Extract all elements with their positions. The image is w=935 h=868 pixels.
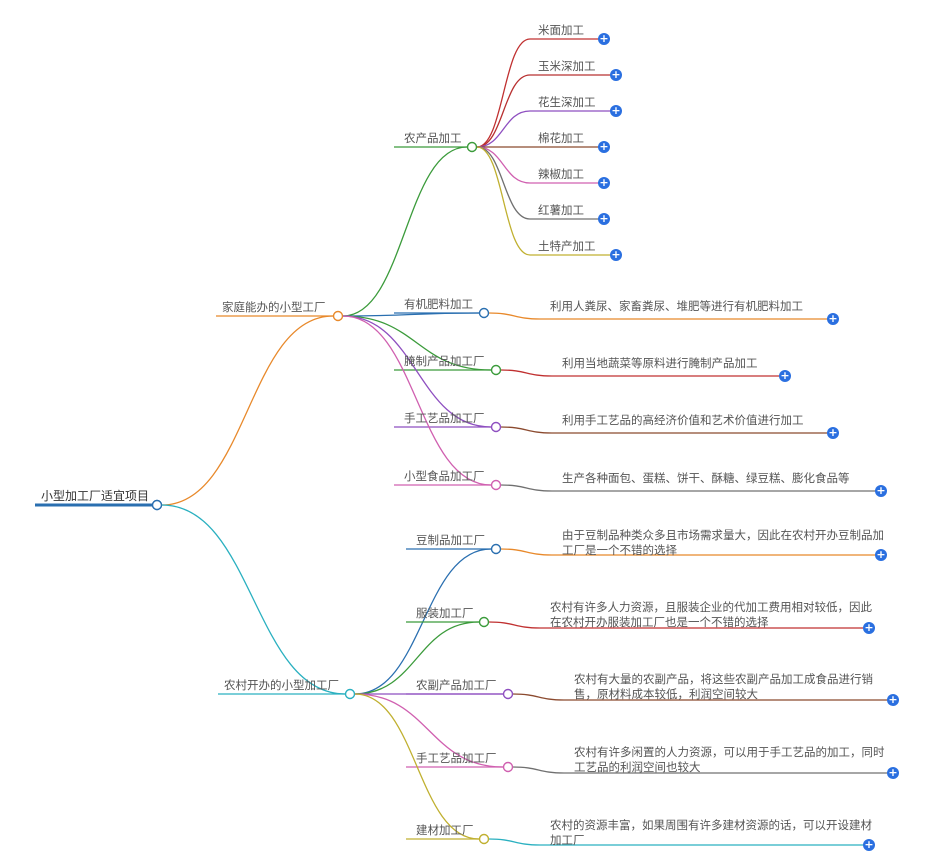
leaf-node-label: 辣椒加工 — [538, 167, 584, 181]
leaf-link — [476, 110, 531, 148]
node-description: 生产各种面包、蛋糕、饼干、酥糖、绿豆糕、膨化食品等 — [562, 471, 850, 485]
leaf-link — [476, 146, 531, 184]
node-description: 农村有许多闲置的人力资源，可以用于手工艺品的加工，同时工艺品的利润空间也较大 — [574, 745, 885, 774]
child-node-label: 有机肥料加工 — [404, 297, 473, 311]
node-description: 农村的资源丰富，如果周围有许多建材资源的话，可以开设建材加工厂 — [550, 818, 872, 847]
branch-node-label: 农村开办的小型加工厂 — [224, 678, 339, 692]
child-node-label: 小型食品加工厂 — [404, 469, 485, 483]
expand-plus-icon[interactable]: + — [887, 693, 899, 706]
child-node-toggle[interactable] — [502, 688, 514, 700]
child-node-label: 建材加工厂 — [416, 823, 474, 837]
child-node-label: 腌制产品加工厂 — [404, 354, 485, 368]
branch-node-toggle[interactable] — [344, 688, 356, 700]
child-node-label: 服装加工厂 — [416, 606, 474, 620]
expand-plus-icon[interactable]: + — [598, 212, 610, 225]
child-node-toggle[interactable] — [490, 421, 502, 433]
child-node-label: 手工艺品加工厂 — [404, 411, 485, 425]
desc-link — [500, 548, 553, 556]
child-node-label: 农副产品加工厂 — [416, 678, 497, 692]
child-node-toggle[interactable] — [502, 761, 514, 773]
desc-link — [500, 369, 553, 377]
branch-node-label: 家庭能办的小型工厂 — [222, 300, 326, 314]
expand-plus-icon[interactable]: + — [875, 548, 887, 561]
child-link — [342, 315, 492, 428]
desc-link — [488, 621, 541, 629]
leaf-node-label: 棉花加工 — [538, 131, 584, 145]
child-node-label: 豆制品加工厂 — [416, 533, 485, 547]
node-description: 利用当地蔬菜等原料进行腌制产品加工 — [562, 356, 758, 370]
leaf-link — [476, 146, 531, 220]
leaf-link — [476, 74, 531, 148]
desc-link — [500, 426, 553, 434]
expand-plus-icon[interactable]: + — [887, 766, 899, 779]
root-branch-link — [161, 315, 334, 506]
node-description: 利用人粪尿、家畜粪尿、堆肥等进行有机肥料加工 — [550, 299, 803, 313]
child-node-toggle[interactable] — [490, 479, 502, 491]
node-description: 由于豆制品种类众多且市场需求量大，因此在农村开办豆制品加工厂是一个不错的选择 — [562, 528, 884, 557]
child-node-label: 农产品加工 — [404, 131, 462, 145]
leaf-node-label: 土特产加工 — [538, 239, 596, 253]
expand-plus-icon[interactable]: + — [610, 68, 622, 81]
node-description: 利用手工艺品的高经济价值和艺术价值进行加工 — [562, 413, 804, 427]
child-link — [342, 315, 492, 486]
node-description: 农村有许多人力资源，且服装企业的代加工费用相对较低，因此在农村开办服装加工厂也是… — [550, 600, 872, 629]
leaf-node-label: 红薯加工 — [538, 203, 584, 217]
desc-link — [488, 838, 541, 846]
root-branch-link — [161, 504, 346, 695]
root-node-label: 小型加工厂适宜项目 — [41, 489, 150, 503]
expand-plus-icon[interactable]: + — [610, 104, 622, 117]
expand-plus-icon[interactable]: + — [827, 426, 839, 439]
root-node-toggle[interactable] — [151, 499, 163, 511]
child-link — [354, 693, 480, 840]
desc-link — [488, 312, 541, 320]
desc-link — [512, 693, 565, 701]
child-node-label: 手工艺品加工厂 — [416, 751, 497, 765]
child-node-toggle[interactable] — [466, 141, 478, 153]
expand-plus-icon[interactable]: + — [863, 838, 875, 851]
expand-plus-icon[interactable]: + — [779, 369, 791, 382]
leaf-node-label: 米面加工 — [538, 23, 584, 37]
child-link — [354, 693, 504, 768]
leaf-link — [476, 38, 531, 148]
branch-node-toggle[interactable] — [332, 310, 344, 322]
expand-plus-icon[interactable]: + — [610, 248, 622, 261]
expand-plus-icon[interactable]: + — [863, 621, 875, 634]
leaf-node-label: 花生深加工 — [538, 95, 596, 109]
expand-plus-icon[interactable]: + — [598, 140, 610, 153]
child-node-toggle[interactable] — [490, 364, 502, 376]
expand-plus-icon[interactable]: + — [598, 32, 610, 45]
leaf-link — [476, 146, 531, 256]
expand-plus-icon[interactable]: + — [875, 484, 887, 497]
child-link — [342, 315, 492, 371]
expand-plus-icon[interactable]: + — [598, 176, 610, 189]
node-description: 农村有大量的农副产品，将这些农副产品加工成食品进行销售，原材料成本较低，利润空间… — [574, 672, 873, 701]
expand-plus-icon[interactable]: + — [827, 312, 839, 325]
desc-link — [512, 766, 565, 774]
child-node-toggle[interactable] — [478, 833, 490, 845]
child-node-toggle[interactable] — [478, 307, 490, 319]
child-node-toggle[interactable] — [478, 616, 490, 628]
child-link — [354, 621, 480, 695]
child-node-toggle[interactable] — [490, 543, 502, 555]
desc-link — [500, 484, 553, 492]
child-link — [342, 146, 468, 317]
leaf-node-label: 玉米深加工 — [538, 59, 596, 73]
